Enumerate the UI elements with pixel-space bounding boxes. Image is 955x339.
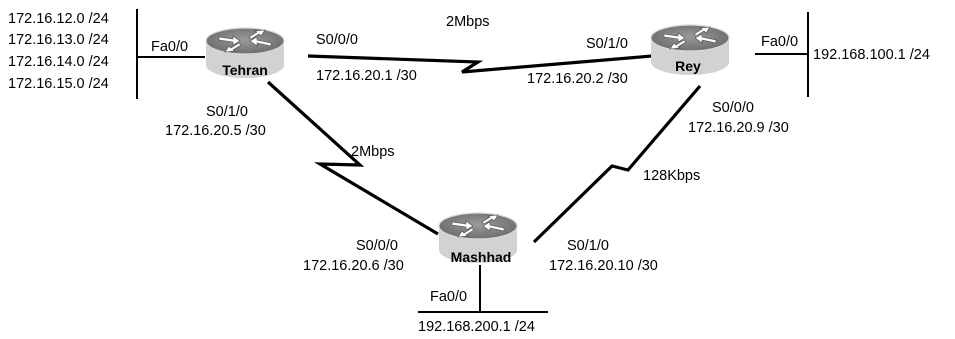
mashhad-fa0-label: Fa0/0 (430, 289, 467, 305)
tehran-s010-ip: 172.16.20.5 /30 (165, 123, 266, 139)
router-mashhad-name: Mashhad (451, 249, 512, 265)
mashhad-fa0-ip: 192.168.200.1 /24 (418, 319, 535, 335)
serial-link-tehran-rey (307, 54, 653, 74)
tehran-s010-label: S0/1/0 (206, 104, 248, 120)
tehran-s000-ip: 172.16.20.1 /30 (316, 68, 417, 84)
rey-s010-ip: 172.16.20.2 /30 (527, 71, 628, 87)
rey-fa0-ip: 192.168.100.1 /24 (813, 47, 930, 63)
serial-link-tehran-mashhad (266, 80, 439, 236)
router-mashhad: Mashhad (438, 212, 518, 265)
router-rey-name: Rey (675, 58, 701, 74)
tehran-lan-network-4: 172.16.15.0 /24 (8, 76, 109, 92)
tehran-fa0-label: Fa0/0 (151, 39, 188, 55)
mashhad-lan-segment (418, 265, 548, 313)
tehran-lan-segment (136, 9, 205, 99)
rey-s000-label: S0/0/0 (712, 100, 754, 116)
tehran-lan-network-3: 172.16.14.0 /24 (8, 54, 109, 70)
mashhad-s000-label: S0/0/0 (356, 238, 398, 254)
link-speed-tehran-mashhad: 2Mbps (351, 144, 395, 160)
mashhad-s000-ip: 172.16.20.6 /30 (303, 258, 404, 274)
tehran-s000-label: S0/0/0 (316, 32, 358, 48)
router-tehran: Tehran (205, 27, 285, 79)
serial-link-rey-mashhad (532, 84, 702, 244)
link-speed-rey-mashhad: 128Kbps (643, 168, 700, 184)
mashhad-s010-ip: 172.16.20.10 /30 (549, 258, 658, 274)
mashhad-s010-label: S0/1/0 (567, 238, 609, 254)
rey-s010-label: S0/1/0 (586, 36, 628, 52)
rey-fa0-label: Fa0/0 (761, 34, 798, 50)
router-rey: Rey (650, 24, 730, 76)
router-tehran-name: Tehran (222, 62, 268, 78)
tehran-lan-network-2: 172.16.13.0 /24 (8, 32, 109, 48)
rey-s000-ip: 172.16.20.9 /30 (688, 120, 789, 136)
link-speed-tehran-rey: 2Mbps (446, 14, 490, 30)
rey-lan-segment (755, 12, 809, 97)
tehran-lan-network-1: 172.16.12.0 /24 (8, 11, 109, 27)
